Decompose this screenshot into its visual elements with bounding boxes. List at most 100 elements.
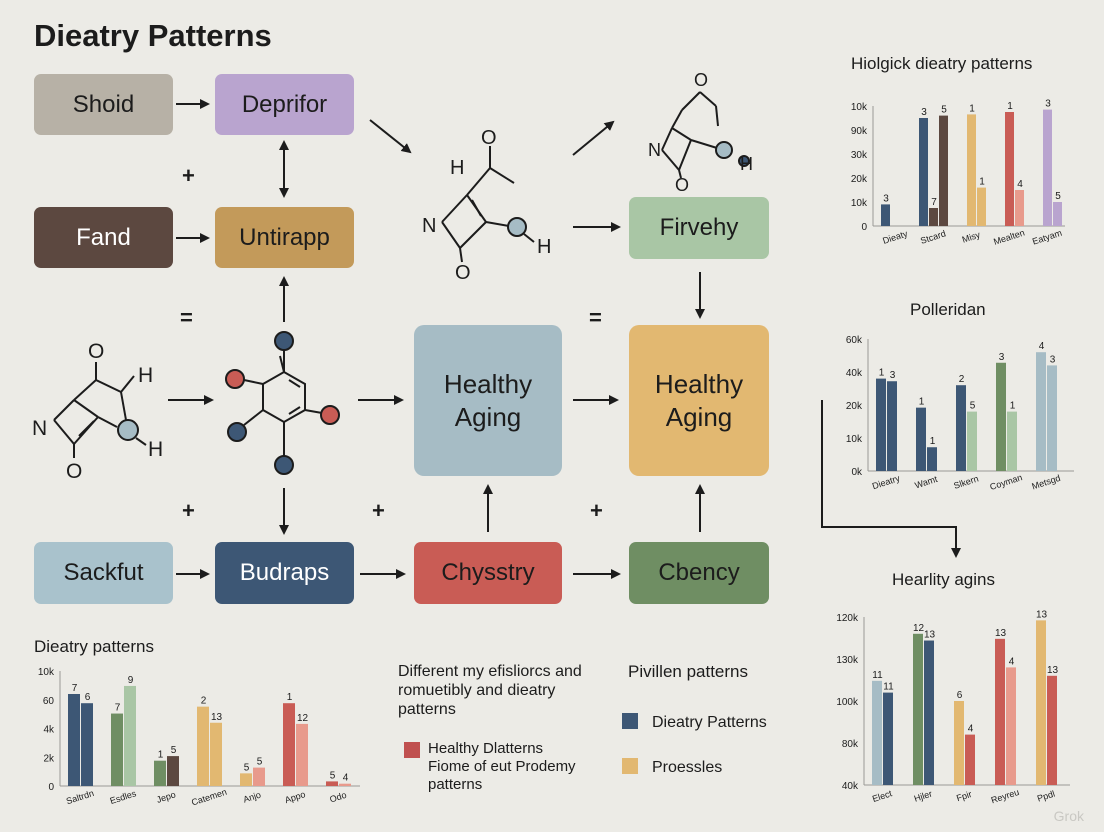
chart-bar: [883, 692, 893, 785]
chart-hearlity-agins: 40k80k100k130k120k1111Elect1213Hjler64Fp…: [836, 609, 1070, 805]
chart-bar: [965, 734, 975, 785]
chart-data-label: 13: [211, 712, 223, 723]
svg-text:O: O: [66, 460, 82, 483]
legend-swatch-red: [404, 742, 420, 758]
chart-bar: [296, 723, 308, 786]
chart-data-label: 5: [941, 105, 947, 116]
chart-category-label: Mealten: [992, 227, 1026, 246]
node-firvehy: Firvehy: [629, 197, 769, 259]
chart-data-label: 3: [1045, 99, 1051, 110]
chart-data-label: 5: [171, 745, 177, 756]
legend-processes-label: Proessles: [652, 759, 723, 776]
chart-category-label: Dieaty: [881, 228, 909, 246]
chart-data-label: 1: [969, 103, 975, 114]
chart-bar: [939, 115, 948, 226]
chart-category-label: Anjo: [242, 790, 262, 805]
svg-text:O: O: [481, 127, 497, 149]
equals-symbol: =: [589, 305, 602, 330]
chart-category-label: Esdles: [109, 788, 138, 806]
chart-data-label: 7: [115, 703, 121, 714]
node-chysstry: Chysstry: [414, 542, 562, 604]
chart-category-label: Odo: [328, 790, 347, 805]
chart-category-label: Saltrdn: [65, 788, 95, 806]
node-healthy-aging-blue: Healthy Aging: [414, 325, 562, 476]
chart-bar: [996, 362, 1006, 471]
chart-tick-label: 20k: [851, 174, 868, 185]
chart-data-label: 4: [1017, 179, 1023, 190]
svg-text:H: H: [740, 154, 753, 174]
chart-tick-label: 0: [48, 782, 54, 793]
chart-title: Polleridan: [910, 300, 986, 319]
chart-data-label: 13: [1047, 665, 1059, 676]
chart-bar: [954, 701, 964, 785]
chart-bar: [1047, 365, 1057, 471]
chart-tick-label: 40k: [846, 368, 863, 379]
plus-symbol: +: [182, 498, 195, 523]
chart-bar: [967, 114, 976, 226]
chart-category-label: Coyman: [989, 472, 1024, 492]
chart-category-label: Jepo: [155, 789, 177, 805]
svg-text:O: O: [88, 340, 104, 363]
node-cbency: Cbency: [629, 542, 769, 604]
chart-data-label: 4: [968, 724, 974, 735]
chart-data-label: 3: [883, 193, 889, 204]
legend-swatch-blue: [622, 713, 638, 729]
chart-bar: [956, 385, 966, 471]
chart-data-label: 3: [890, 370, 896, 381]
chart-tick-label: 80k: [842, 739, 859, 750]
chart-data-label: 1: [1007, 101, 1013, 112]
chart-tick-label: 10k: [851, 198, 868, 209]
legend-pivillen-title: Pivillen patterns: [628, 662, 749, 681]
molecule-hexagon: [225, 331, 340, 475]
chart-bar: [81, 703, 93, 786]
chart-bar: [995, 638, 1005, 785]
node-untirapp: Untirapp: [215, 207, 354, 268]
chart-category-label: Wamt: [914, 474, 940, 491]
chart-data-label: 11: [872, 670, 883, 681]
chart-bar: [197, 706, 209, 786]
chart-data-label: 12: [913, 623, 925, 634]
chart-data-label: 5: [244, 762, 250, 773]
chart-data-label: 13: [1036, 609, 1048, 620]
chart-data-label: 11: [883, 682, 894, 693]
chart-category-label: Stcard: [919, 228, 947, 246]
svg-text:O: O: [694, 70, 708, 90]
chart-bar: [929, 208, 938, 226]
chart-hiolgick: 010k20k30k90k10k3Dieaty375Stcard11Misy14…: [851, 99, 1065, 247]
chart-category-label: Misy: [961, 229, 982, 244]
chart-category-label: Slkern: [952, 473, 979, 490]
molecule-top-right: [661, 91, 750, 179]
chart-category-label: Eatyam: [1031, 228, 1063, 247]
chart-bar: [253, 767, 265, 786]
chart-data-label: 13: [995, 628, 1007, 639]
watermark: Grok: [1053, 808, 1084, 824]
chart-category-label: Catemen: [190, 787, 228, 808]
legend-description: Different my efisliorcs and romuetibly a…: [398, 663, 582, 719]
chart-data-label: 3: [999, 352, 1005, 363]
chart-bar: [154, 760, 166, 786]
chart-data-label: 4: [1039, 341, 1045, 352]
chart-tick-label: 100k: [836, 697, 859, 708]
chart-data-label: 1: [879, 368, 885, 379]
chart-tick-label: 120k: [836, 613, 859, 624]
chart-tick-label: 60k: [846, 335, 863, 346]
svg-text:N: N: [422, 215, 436, 237]
svg-text:N: N: [648, 140, 661, 160]
chart-bar: [1015, 190, 1024, 226]
chart-data-label: 1: [979, 177, 985, 188]
chart-bar: [124, 685, 136, 786]
chart-data-label: 1: [158, 750, 164, 761]
chart-category-label: Reyreu: [990, 787, 1021, 805]
chart-bar: [887, 381, 897, 471]
chart-data-label: 5: [330, 770, 336, 781]
molecule-top-right-labels: O N O H: [648, 70, 753, 195]
chart-data-label: 6: [957, 690, 963, 701]
chart-bar: [872, 680, 882, 785]
chart-data-label: 4: [343, 773, 349, 784]
legend-swatch-yellow: [622, 758, 638, 774]
svg-text:O: O: [455, 262, 471, 284]
chart-bar: [326, 781, 338, 786]
chart-bar: [1005, 112, 1014, 226]
